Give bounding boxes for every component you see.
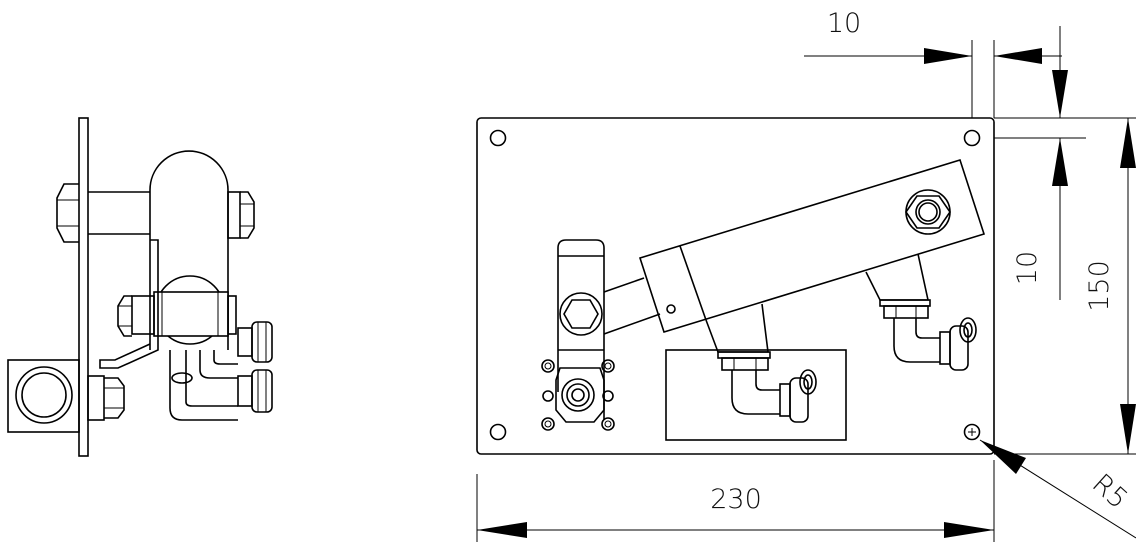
side-upper-fitting: [237, 321, 273, 363]
side-top-bolt-head: [56, 183, 79, 243]
vertical-valve-body: [557, 239, 605, 420]
corner-hole-bottom-left: [489, 423, 507, 441]
hole-offset-x-label: 10: [827, 8, 861, 39]
corner-hole-top-right: [963, 129, 981, 147]
outlet-fitting-right: [865, 253, 977, 371]
corner-hole-bottom-right: [963, 423, 981, 441]
dimension-corner-radius: R5: [979, 439, 1136, 539]
side-bottom-fitting: [7, 359, 80, 433]
side-mounting-plate: [78, 117, 89, 457]
side-view: [7, 117, 273, 457]
front-view: [476, 117, 995, 455]
side-right-nut: [240, 191, 255, 239]
side-bracket: [99, 239, 159, 369]
mounting-plate: [476, 117, 995, 455]
height-label: 150: [1084, 260, 1115, 312]
corner-radius-label: R5: [1086, 468, 1133, 515]
outlet-fitting-middle: [705, 303, 817, 423]
connecting-rod: [603, 277, 661, 335]
label-area: [665, 349, 847, 441]
slanted-manifold: [638, 159, 986, 333]
dimension-hole-offset-x: 10: [804, 8, 1062, 118]
side-middle-nut: [117, 295, 132, 337]
side-lower-pipe: [169, 350, 238, 421]
four-hole-flange: [541, 359, 615, 431]
side-lower-fitting: [237, 369, 273, 413]
dimension-height: 150: [994, 117, 1136, 455]
side-bottom-bolt: [104, 377, 125, 419]
width-label: 230: [710, 484, 762, 515]
dimension-hole-offset-y: 10: [994, 26, 1086, 300]
dimension-width: 230: [476, 460, 995, 542]
corner-hole-top-left: [489, 129, 507, 147]
hole-offset-y-label: 10: [1012, 251, 1043, 285]
side-cylinder-body: [149, 150, 229, 350]
